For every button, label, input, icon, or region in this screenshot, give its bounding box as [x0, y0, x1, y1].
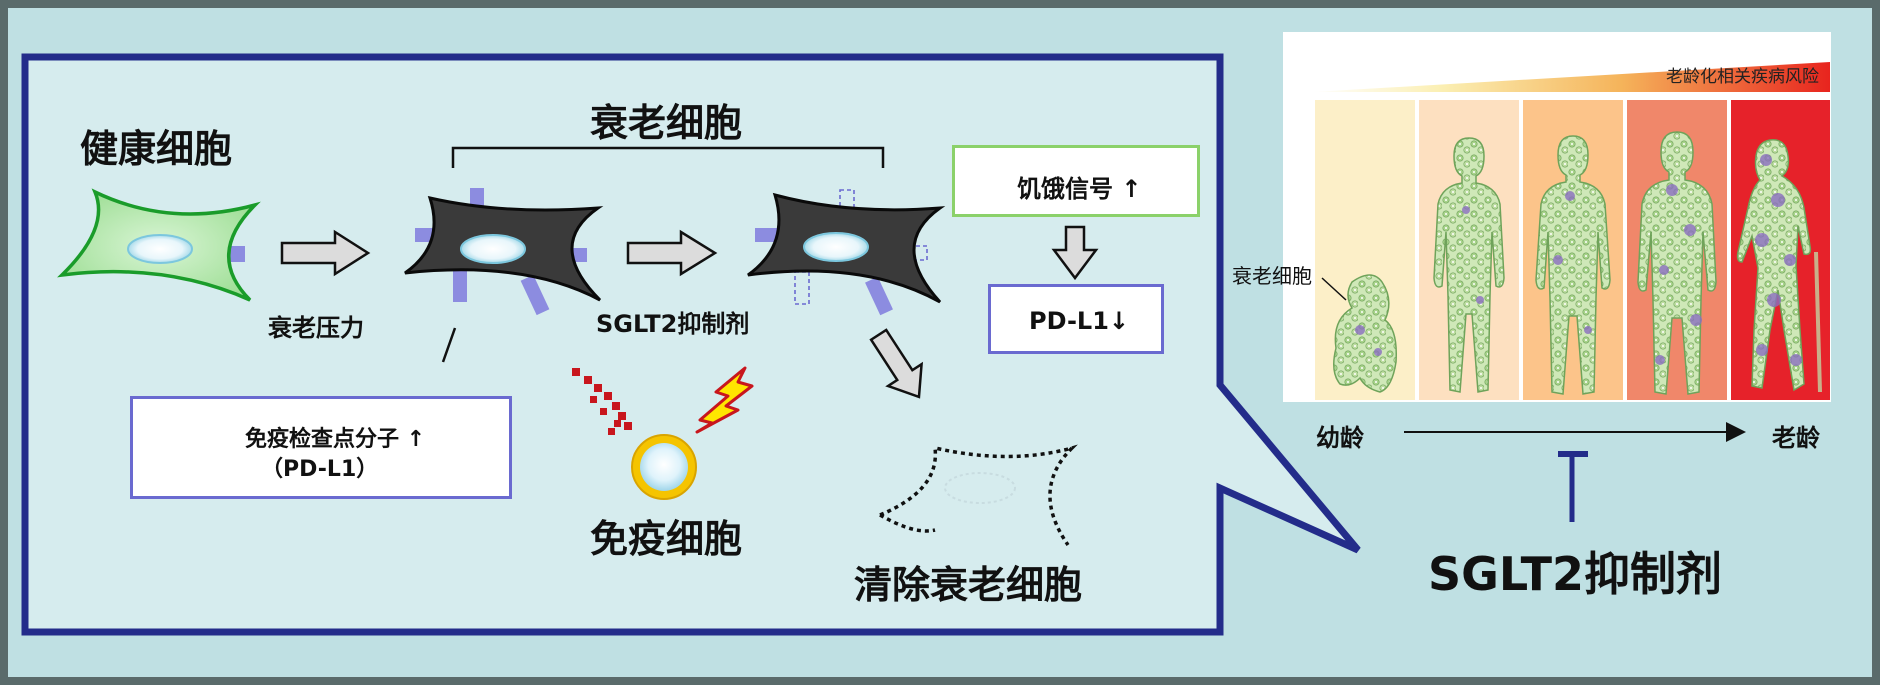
pdl1-box: PD-L1↓ [988, 284, 1164, 354]
arrow-diagonal-icon [869, 328, 924, 399]
sglt2-inhibitor-label: SGLT2抑制剂 [1428, 547, 1722, 601]
baby-figure [1333, 274, 1398, 393]
nucleus-icon [803, 232, 869, 262]
arrow-down-icon [1051, 225, 1099, 281]
nucleus-icon [460, 234, 526, 264]
sglt2-small-label: SGLT2抑制剂 [596, 310, 750, 338]
checkpoint-box: 免疫检查点分子 ↑ （PD-L1） [130, 396, 512, 499]
checkpoint-line2: （PD-L1） [261, 457, 379, 482]
attack-dashes-icon [572, 368, 632, 435]
old-label: 老龄 [1772, 424, 1820, 452]
arrow-right-icon [280, 229, 371, 277]
healthy-cell-label: 健康细胞 [80, 127, 233, 171]
connector-line [441, 327, 457, 363]
lightning-icon [695, 366, 754, 434]
senescent-figure-label: 衰老细胞 [1232, 264, 1312, 288]
risk-gradient-bar [1312, 62, 1830, 92]
nucleus-icon [127, 234, 193, 264]
aging-figure [1283, 32, 1831, 402]
inhibition-icon [1558, 451, 1588, 522]
immune-cell [631, 434, 697, 500]
starvation-box: 饥饿信号 ↑ [952, 145, 1200, 217]
senescent-cell-treated [747, 189, 946, 316]
arrow-right-icon [626, 229, 718, 277]
person-figure [1433, 137, 1505, 393]
cleared-cell [879, 444, 1078, 546]
clear-senescent-label: 清除衰老细胞 [854, 563, 1083, 607]
senescent-cells-label: 衰老细胞 [590, 101, 743, 145]
pdl1-label: PD-L1↓ [1029, 307, 1130, 335]
elderly-figure [1736, 139, 1812, 392]
cane-icon [1814, 251, 1822, 393]
senescent-cell [404, 188, 604, 316]
healthy-cell [57, 188, 261, 302]
person-figure [1637, 131, 1717, 395]
immune-cell-label: 免疫细胞 [590, 517, 743, 561]
young-label: 幼龄 [1316, 424, 1364, 452]
risk-label: 老龄化相关疾病风险 [1666, 67, 1819, 87]
senescence-stress-label: 衰老压力 [268, 314, 364, 342]
pointer-line [1321, 277, 1347, 301]
bracket [451, 146, 885, 168]
starvation-label: 饥饿信号 ↑ [1017, 175, 1142, 203]
checkpoint-line1: 免疫检查点分子 ↑ [245, 427, 426, 452]
